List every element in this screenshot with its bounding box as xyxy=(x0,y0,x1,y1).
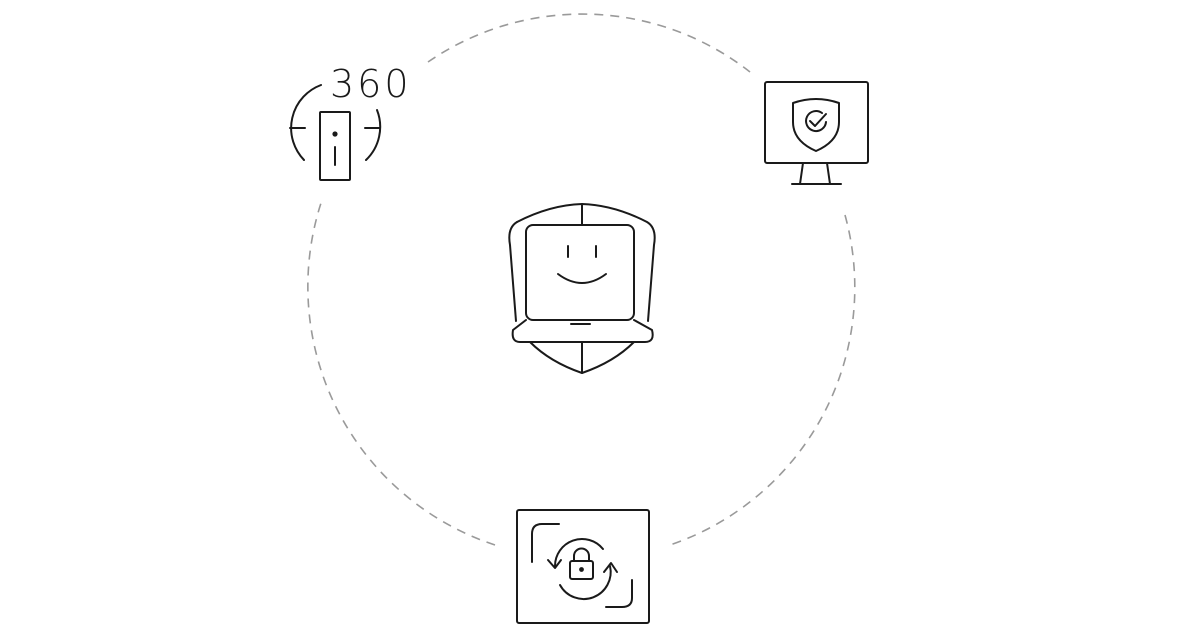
label-360: 360 xyxy=(330,62,412,106)
device-360-icon: 360 xyxy=(289,62,412,181)
lock-rotate-icon xyxy=(516,509,650,624)
monitor-shield-check-icon xyxy=(764,81,869,185)
shield-laptop-smile-icon xyxy=(508,203,656,374)
dashed-ring xyxy=(307,13,856,546)
